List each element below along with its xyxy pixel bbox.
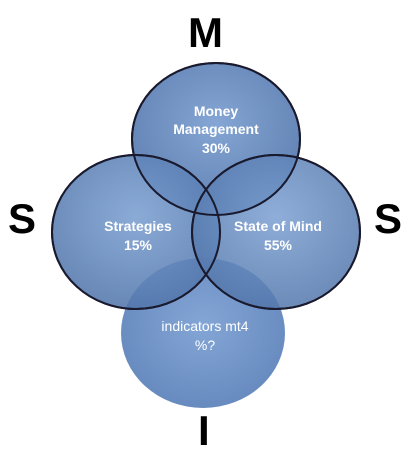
money-label-line1: Money	[194, 103, 239, 119]
letter-s-left: S	[8, 195, 37, 242]
outline-strategies	[51, 154, 221, 310]
strategies-label: Strategies	[104, 218, 172, 234]
money-value: 30%	[202, 140, 231, 156]
indicators-value: %?	[195, 337, 215, 353]
strategies-value: 15%	[124, 237, 153, 253]
letter-i-bottom: I	[198, 407, 210, 454]
outline-money-management	[131, 62, 301, 216]
mind-label: State of Mind	[234, 218, 322, 234]
letter-m-top: M	[188, 9, 223, 56]
mind-value: 55%	[264, 237, 293, 253]
indicators-label: indicators mt4	[161, 318, 248, 334]
money-label-line2: Management	[173, 121, 259, 137]
letter-s-right: S	[374, 195, 403, 242]
outline-state-of-mind	[191, 154, 361, 310]
